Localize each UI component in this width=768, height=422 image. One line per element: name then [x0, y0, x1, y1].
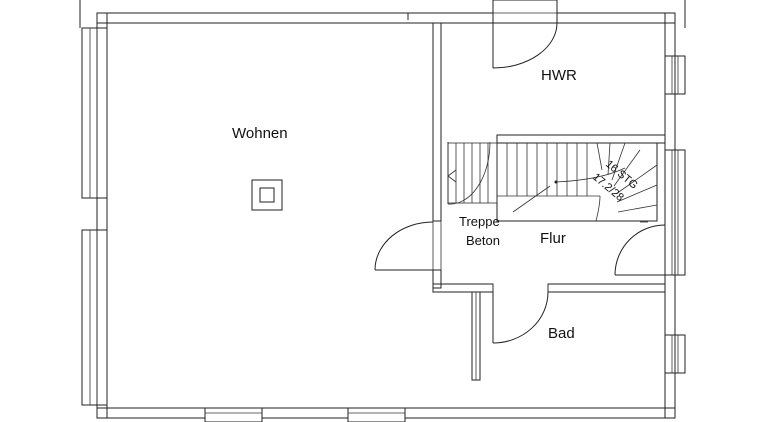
windows	[79, 0, 686, 422]
room-labels: Wohnen HWR Flur Bad Treppe Beton	[232, 67, 577, 342]
wall-right	[664, 12, 676, 419]
room-label-hwr: HWR	[541, 67, 577, 84]
stair-treads	[497, 142, 658, 222]
window-right-2	[664, 149, 686, 276]
stair-entry	[447, 142, 498, 204]
wall-bottom-1	[96, 407, 206, 419]
door-stair	[447, 141, 491, 205]
room-label-bad: Bad	[548, 325, 575, 342]
window-right-3	[664, 334, 686, 374]
door-wohnen	[374, 221, 442, 271]
wall-flur-bad-right	[547, 283, 666, 293]
outer-walls	[96, 12, 676, 419]
door-bad	[492, 284, 549, 344]
window-bottom-2	[347, 407, 406, 422]
room-label-wohnen: Wohnen	[232, 125, 288, 142]
wall-left	[96, 12, 108, 419]
wall-top-right	[556, 12, 676, 24]
wall-wohnen-hwr	[432, 22, 442, 222]
wall-hwr-flur	[496, 134, 666, 144]
door-exterior	[614, 224, 666, 276]
chimney	[251, 179, 283, 211]
chimney-outer	[251, 179, 283, 211]
stair-leader	[512, 185, 551, 213]
wall-flur-bad-left	[432, 283, 494, 293]
stair-start-dot	[554, 180, 558, 184]
window-left-lower	[81, 229, 108, 406]
chimney-inner	[259, 187, 275, 203]
stair-label-line1: Treppe	[459, 214, 500, 229]
door-hwr	[492, 0, 558, 69]
wall-bottom-2	[261, 407, 349, 419]
wall-bottom-3	[404, 407, 676, 419]
window-left-upper	[81, 27, 108, 199]
wall-top-left	[96, 12, 494, 24]
stair-label-line2: Beton	[466, 233, 500, 248]
window-right-1	[664, 55, 686, 95]
window-bottom-1	[204, 407, 263, 422]
stair-walkline	[555, 167, 626, 183]
room-label-flur: Flur	[540, 230, 566, 247]
wall-wohnen-lower	[432, 269, 442, 289]
staircase: 16 STG 17.2/28	[447, 142, 658, 222]
